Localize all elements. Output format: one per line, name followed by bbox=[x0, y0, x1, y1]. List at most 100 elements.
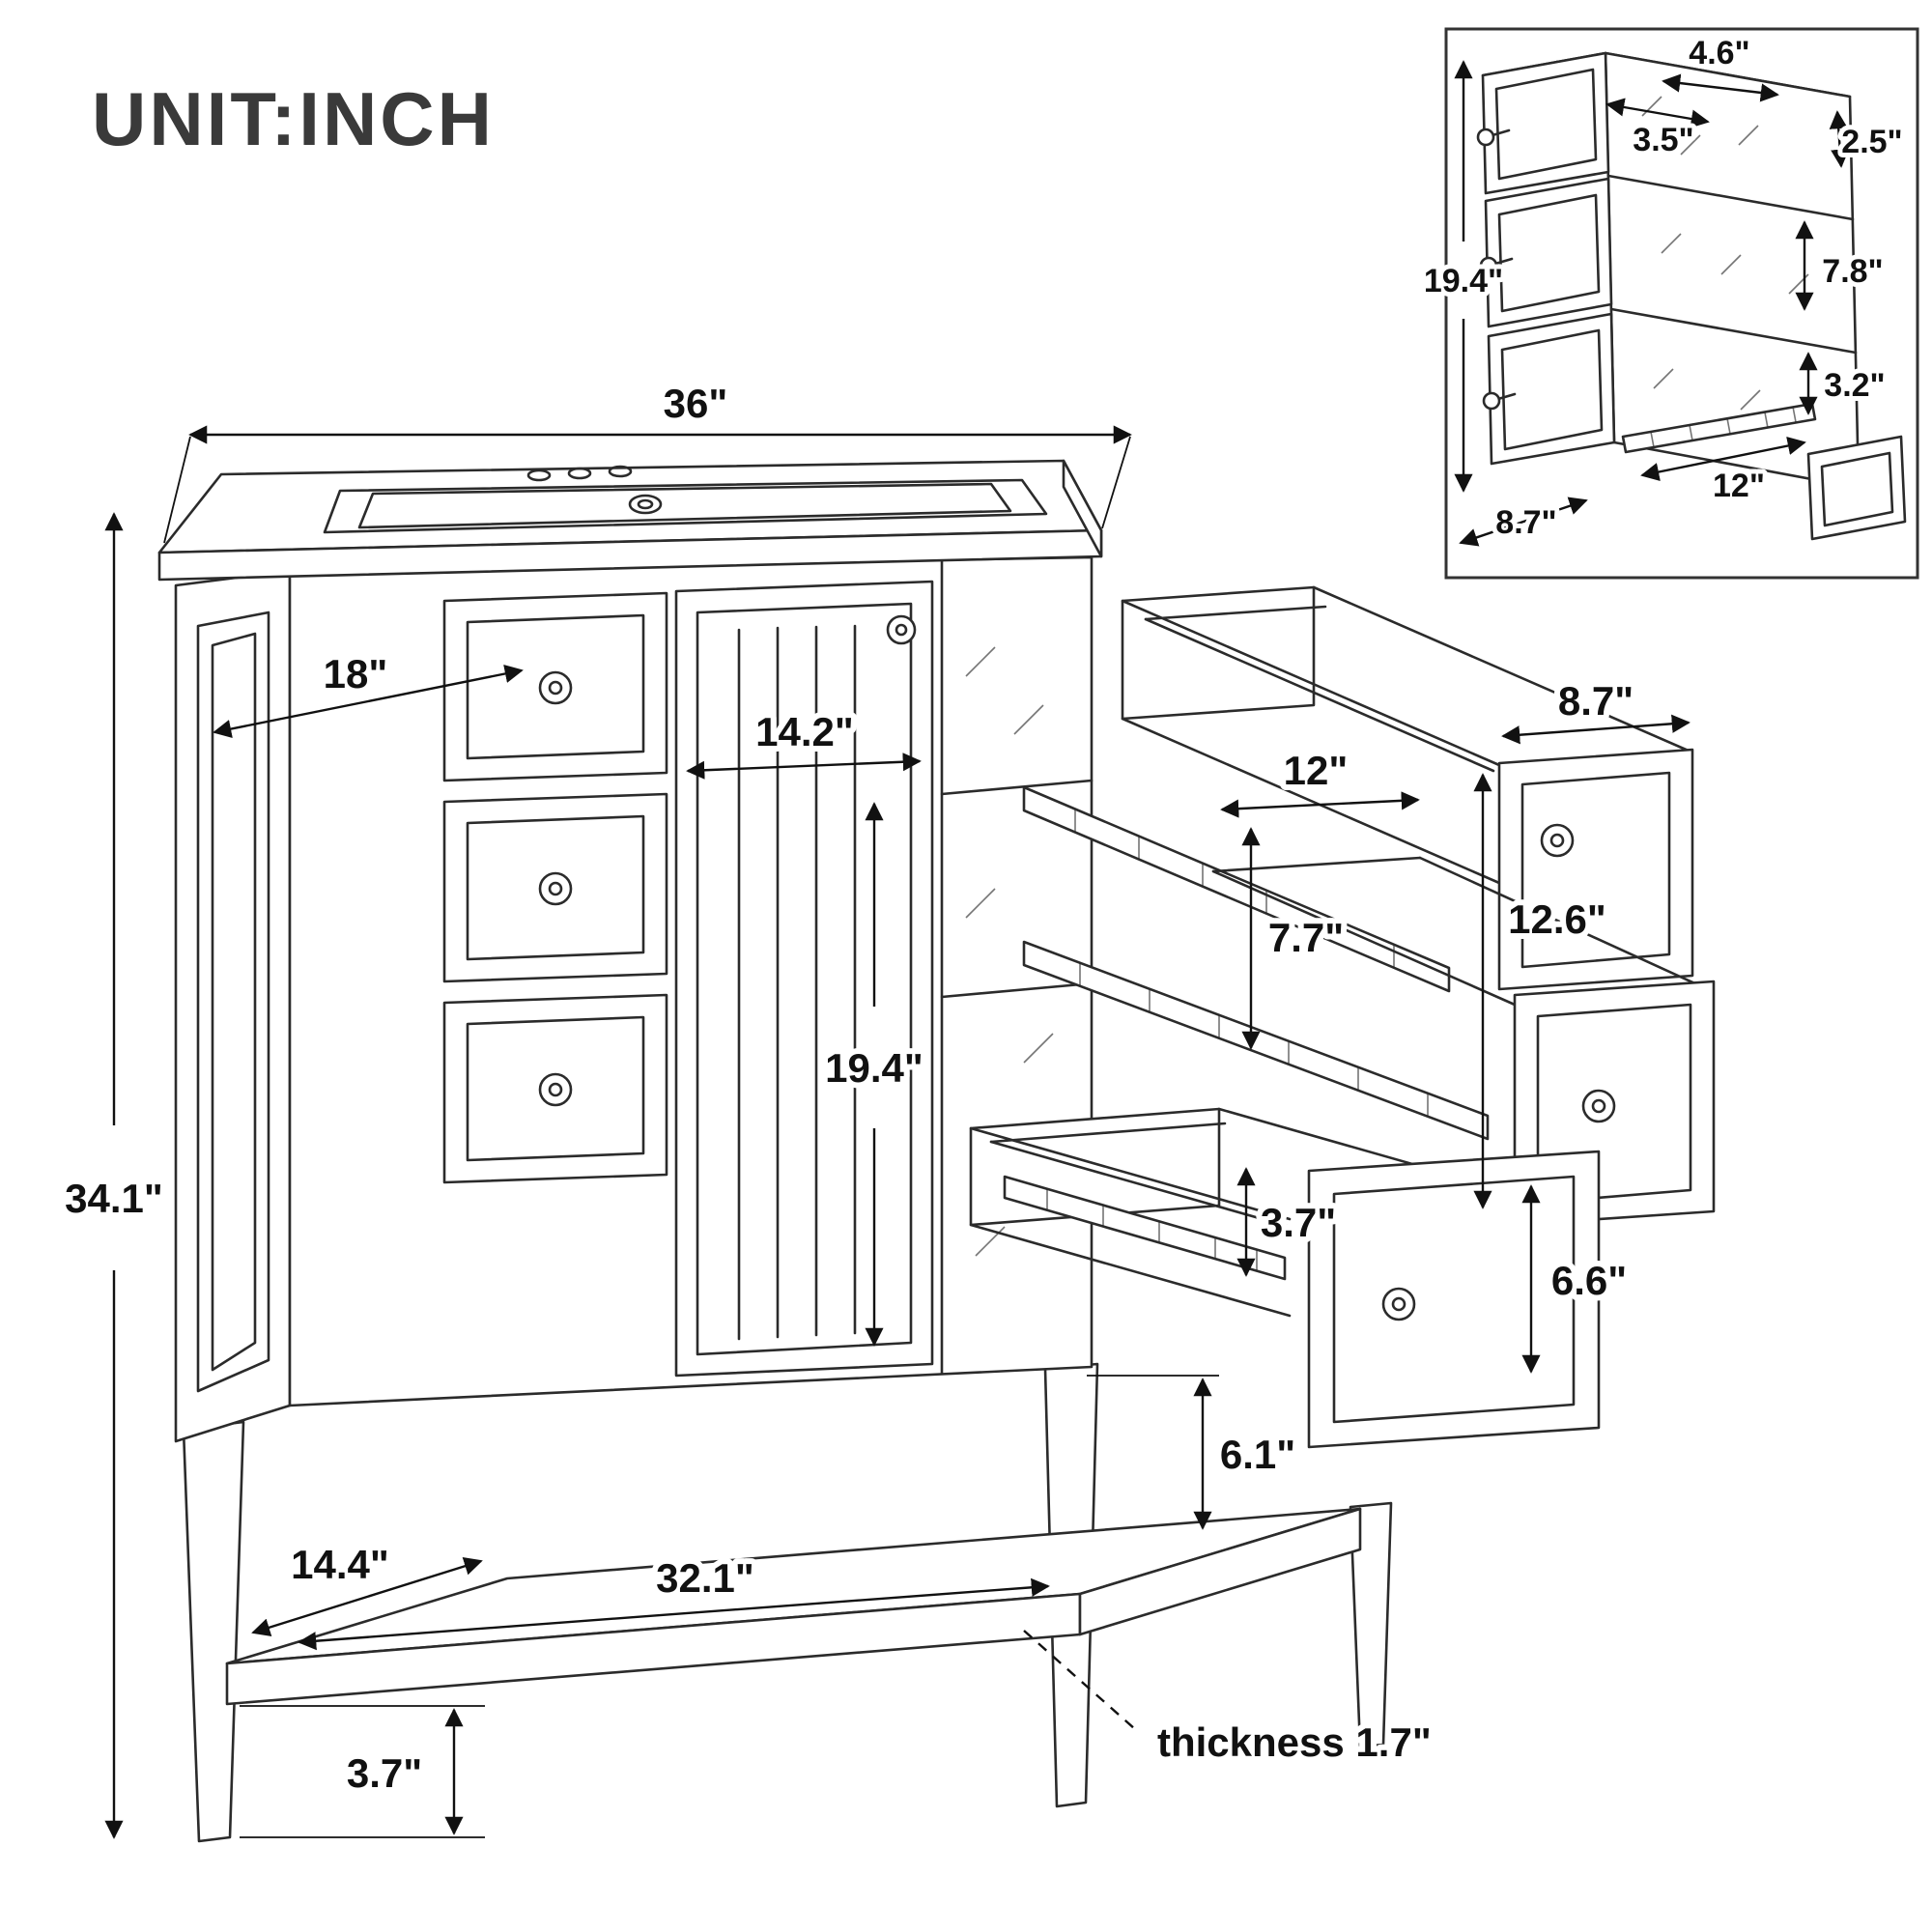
inset-drawer-front-1 bbox=[1481, 51, 1610, 195]
inset-knob-1-stem bbox=[1491, 128, 1511, 137]
inset-dim-top-drawer-height-label: 2.5" bbox=[1841, 124, 1902, 160]
counter-right-edge bbox=[1062, 459, 1103, 558]
inset-hatch bbox=[1738, 125, 1759, 146]
inset-dim-bottom-drawer-height-label: 3.2" bbox=[1824, 367, 1885, 404]
pulled-drawer-top bbox=[1121, 585, 1694, 991]
dim-shelf-depth-label: 14.4" bbox=[291, 1542, 389, 1587]
slide-tick bbox=[1792, 406, 1797, 423]
inset-dim-slide-length-label: 12" bbox=[1713, 468, 1765, 504]
inset-drawer-front-1-inset bbox=[1494, 68, 1598, 181]
inset-knob-1 bbox=[1476, 128, 1495, 147]
top-drawer-inner-back bbox=[1144, 605, 1327, 621]
middle-drawer-right-edge bbox=[1418, 856, 1714, 993]
bay-rail-2 bbox=[940, 981, 1094, 999]
drawer-knob-1 bbox=[538, 670, 573, 705]
main-view: 36" 18" 34.1" 14.2" 19.4" 12" 8.7" 7.7" bbox=[59, 375, 1716, 1843]
bottom-drawer-left-rim bbox=[969, 1126, 1292, 1221]
inset-dim-top-opening-width-arrow bbox=[1605, 98, 1710, 128]
drawer-front-2-inset bbox=[466, 814, 645, 961]
inset-knob-2-stem bbox=[1493, 257, 1514, 266]
top-drawer-front bbox=[1497, 748, 1694, 991]
middle-drawer-front-inset bbox=[1536, 1003, 1692, 1205]
middle-drawer-knob bbox=[1581, 1089, 1616, 1123]
top-drawer-knob-cap bbox=[1549, 833, 1565, 848]
bottom-drawer-inner-back bbox=[989, 1122, 1227, 1144]
inset-view: 4.6" 3.5" 2.5" 7.8" 3.2" 12" 19.4" 8.7" bbox=[1419, 27, 1919, 580]
dim-slide-length-label: 12" bbox=[1284, 748, 1349, 793]
left-side-panel-inset-inner bbox=[211, 632, 257, 1372]
inset-dim-total-height-label: 19.4" bbox=[1424, 263, 1503, 299]
cabinet-body bbox=[174, 555, 1094, 1443]
dim-slide-length-arrow bbox=[1220, 791, 1420, 818]
drawer-front-3-inset bbox=[466, 1015, 645, 1162]
shelf-right-face bbox=[1078, 1507, 1362, 1636]
sink-drain-inner bbox=[637, 498, 654, 510]
bottom-drawer-knob-cap bbox=[1391, 1296, 1406, 1312]
faucet-hole-1 bbox=[526, 469, 552, 482]
dim-counter-depth-arrow bbox=[213, 664, 524, 739]
front-left-leg bbox=[182, 1420, 245, 1843]
inset-dim-top-drawer-height-arrow bbox=[1829, 110, 1850, 168]
door-knob-cap bbox=[895, 623, 908, 637]
dim-shelf-clearance-label: 6.1" bbox=[1220, 1432, 1295, 1477]
bottom-drawer-knob bbox=[1381, 1287, 1416, 1321]
top-drawer-inner-left bbox=[1144, 617, 1495, 773]
slide-tick bbox=[1764, 412, 1769, 429]
left-side-panel-inset bbox=[196, 611, 270, 1393]
inset-drawer-front-3 bbox=[1487, 312, 1616, 466]
sink-basin-inner bbox=[357, 482, 1012, 529]
drawer-knob-2 bbox=[538, 871, 573, 906]
dim-shelf-width-label: 32.1" bbox=[656, 1555, 754, 1601]
ext-line bbox=[163, 436, 191, 544]
inset-dim-depth-label: 8.7" bbox=[1495, 504, 1556, 541]
open-shelf bbox=[225, 1507, 1362, 1706]
inset-dim-depth-arrow bbox=[1459, 497, 1588, 547]
dim-side-drawer-width-arrow bbox=[1501, 714, 1690, 745]
top-drawer-knob bbox=[1540, 823, 1575, 858]
thickness-leader-line bbox=[1023, 1630, 1136, 1730]
inset-drawer-front-2-inset bbox=[1497, 193, 1601, 313]
unit-title: UNIT:INCH bbox=[92, 76, 495, 161]
inset-dim-top-back-width-arrow bbox=[1662, 73, 1779, 102]
top-drawer-back-face bbox=[1121, 585, 1316, 721]
inset-side-divider-1 bbox=[1606, 174, 1855, 221]
middle-drawer-left-edge bbox=[1211, 869, 1517, 1007]
dim-bottom-drawer-box-height-label: 3.7" bbox=[1261, 1200, 1336, 1245]
inset-hatch bbox=[1720, 254, 1742, 275]
dim-door-width-arrow bbox=[686, 753, 922, 780]
drawer-knob-2-cap bbox=[548, 881, 563, 896]
dim-overall-height-label: 34.1" bbox=[65, 1176, 163, 1221]
inset-dim-top-opening-width-label: 3.5" bbox=[1633, 122, 1693, 158]
bay-hatch bbox=[965, 888, 996, 919]
ext-line bbox=[1101, 436, 1131, 529]
bay-rail-1 bbox=[940, 779, 1094, 796]
inset-side-divider-2 bbox=[1609, 307, 1858, 355]
top-drawer-front-inset bbox=[1520, 771, 1671, 969]
slide-tick bbox=[1726, 417, 1731, 435]
bay-hatch bbox=[965, 646, 996, 677]
inset-dimensions: 4.6" 3.5" 2.5" 7.8" 3.2" 12" 19.4" 8.7" bbox=[1419, 30, 1908, 547]
bottom-drawer-wall-bottom bbox=[969, 1223, 1292, 1318]
dim-leg-height-label: 3.7" bbox=[347, 1750, 422, 1796]
drawer-bank bbox=[442, 591, 668, 1184]
sink-basin-rim bbox=[323, 478, 1048, 534]
right-drawer-bay bbox=[940, 558, 1094, 1376]
cabinet-door bbox=[674, 580, 934, 1378]
inset-knob-2 bbox=[1479, 256, 1498, 275]
countertop-sink bbox=[157, 459, 1103, 582]
faucet-hole-2 bbox=[567, 467, 592, 480]
middle-drawer-back-edge bbox=[1211, 856, 1422, 873]
back-right-leg bbox=[1349, 1501, 1393, 1748]
drawer-knob-1-cap bbox=[548, 680, 563, 696]
dim-side-drawer-width-label: 8.7" bbox=[1558, 678, 1634, 724]
door-knob bbox=[886, 614, 917, 645]
inset-dim-middle-drawer-height-label: 7.8" bbox=[1822, 253, 1883, 290]
inset-knob-3 bbox=[1482, 391, 1501, 411]
dim-side-drawers-total-label: 12.6" bbox=[1508, 896, 1606, 942]
door-panel-inset bbox=[696, 602, 913, 1356]
note-shelf-thickness: thickness 1.7" bbox=[1157, 1719, 1432, 1765]
bay-hatch bbox=[975, 1226, 1006, 1257]
inset-drawer-front-2 bbox=[1484, 177, 1613, 328]
